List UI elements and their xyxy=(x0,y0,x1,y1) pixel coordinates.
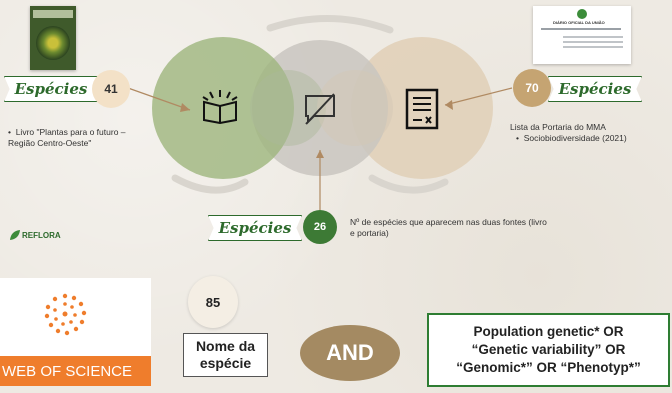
query-line-2: “Genetic variability” OR xyxy=(471,342,626,357)
top-left-bullet: • Livro "Plantas para o futuro – Região … xyxy=(8,127,148,149)
middle-banner-label: Espécies xyxy=(218,219,292,237)
middle-especies-banner: Espécies xyxy=(208,215,302,241)
top-right-banner-label: Espécies xyxy=(558,80,632,98)
top-right-text: Lista da Portaria do MMA • Sociobiodiver… xyxy=(510,122,660,144)
query-line-1: Population genetic* OR xyxy=(473,324,624,339)
top-right-count: 70 xyxy=(513,69,551,107)
top-left-count: 41 xyxy=(92,70,130,108)
bottom-count: 85 xyxy=(188,276,238,328)
and-operator: AND xyxy=(300,325,400,381)
top-right-bullet: • Sociobiodiversidade (2021) xyxy=(516,133,627,143)
top-right-bullet-text: Sociobiodiversidade (2021) xyxy=(523,133,627,143)
top-left-especies-banner: Espécies xyxy=(4,76,98,102)
top-right-especies-banner: Espécies xyxy=(548,76,642,102)
book-cover-image xyxy=(30,6,76,70)
web-of-science-logo: WEB OF SCIENCE xyxy=(0,278,151,386)
nome-da-especie-box: Nome da espécie xyxy=(183,333,268,377)
top-left-banner-label: Espécies xyxy=(14,80,88,98)
reflora-logo: REFLORA xyxy=(8,228,61,242)
reflora-logo-text: REFLORA xyxy=(22,230,61,240)
top-right-line1: Lista da Portaria do MMA xyxy=(510,122,606,132)
book-icon xyxy=(202,90,238,124)
reflora-leaf-icon xyxy=(10,230,20,240)
portaria-document-image: DIÁRIO OFICIAL DA UNIÃO xyxy=(533,6,631,64)
search-query-box: Population genetic* OR “Genetic variabil… xyxy=(427,313,670,387)
document-icon xyxy=(405,88,439,130)
top-left-bullet-text: Livro "Plantas para o futuro – Região Ce… xyxy=(8,127,126,148)
no-message-icon xyxy=(305,93,335,125)
middle-count: 26 xyxy=(303,210,337,244)
wos-logo-icon xyxy=(44,293,87,336)
middle-description: Nº de espécies que aparecem nas duas fon… xyxy=(350,217,547,238)
query-line-3: “Genomic*” OR “Phenotyp*” xyxy=(456,360,641,375)
wos-label: WEB OF SCIENCE xyxy=(0,356,151,386)
bullet-dot: • xyxy=(8,127,16,137)
